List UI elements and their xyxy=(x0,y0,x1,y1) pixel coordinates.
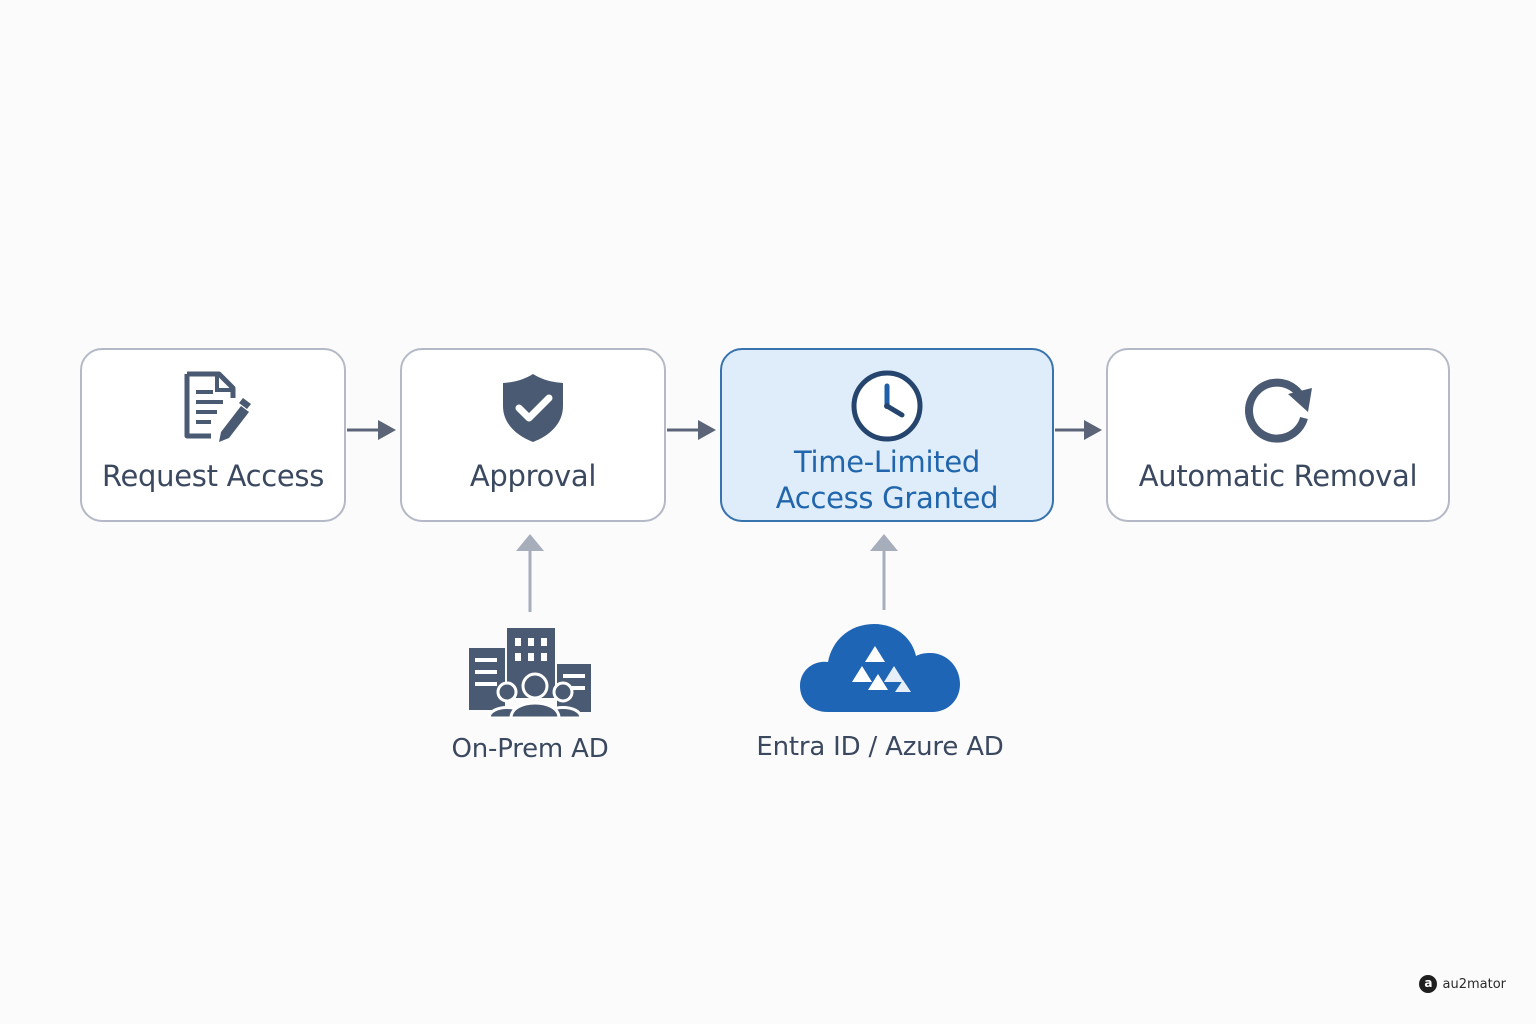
source-label: On-Prem AD xyxy=(451,734,609,764)
step-time-limited-access-granted: Time-Limited Access Granted xyxy=(720,348,1054,522)
source-on-prem-ad: On-Prem AD xyxy=(430,626,630,764)
step-automatic-removal: Automatic Removal xyxy=(1106,348,1450,522)
step-request-access: Request Access xyxy=(80,348,346,522)
shield-check-icon xyxy=(503,374,563,442)
refresh-icon xyxy=(1245,378,1312,443)
step-label: Automatic Removal xyxy=(1138,459,1418,493)
azure-cloud-icon xyxy=(800,624,960,712)
arrow-entra-to-granted xyxy=(870,534,898,610)
document-edit-icon xyxy=(184,371,251,442)
building-users-icon xyxy=(469,628,591,718)
arrow-onprem-to-approval xyxy=(516,534,544,612)
arrow-granted-to-removal xyxy=(1055,420,1102,440)
step-label-line1: Time-Limited xyxy=(794,445,980,479)
arrow-approval-to-granted xyxy=(667,420,716,440)
source-entra-id: Entra ID / Azure AD xyxy=(740,618,1020,762)
step-label: Request Access xyxy=(101,459,325,493)
brand-name: au2mator xyxy=(1442,976,1506,992)
step-label: Approval xyxy=(469,459,597,493)
step-label: Time-Limited Access Granted xyxy=(722,444,1052,516)
step-approval: Approval xyxy=(400,348,666,522)
brand-mark-icon: a xyxy=(1419,975,1438,993)
arrow-request-to-approval xyxy=(347,420,396,440)
source-label: Entra ID / Azure AD xyxy=(756,732,1004,762)
brand-logo: a au2mator xyxy=(1419,974,1506,994)
clock-icon xyxy=(851,370,923,442)
step-label-line2: Access Granted xyxy=(775,481,999,515)
